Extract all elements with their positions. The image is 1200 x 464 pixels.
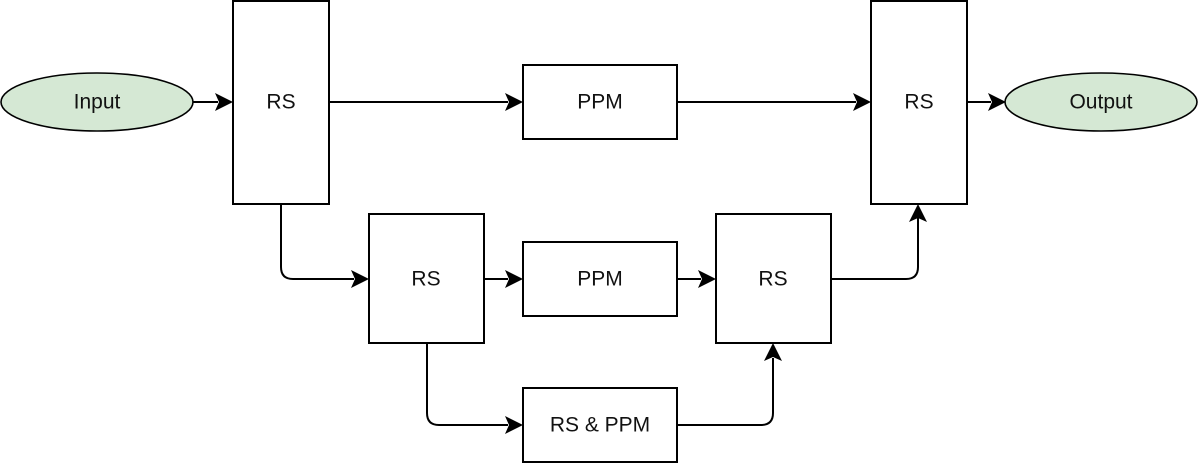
rs-top-left-box <box>232 0 330 205</box>
output-label: Output <box>1069 91 1132 114</box>
ppm-mid-label: PPM <box>577 268 623 291</box>
input-terminal <box>0 72 194 132</box>
edge-rs-top-left-to-rs-mid-left <box>280 204 354 280</box>
node-rs-mid-right: RS <box>715 213 832 344</box>
edges <box>193 101 991 426</box>
rs-top-right-label: RS <box>904 91 933 114</box>
input-label: Input <box>74 91 121 114</box>
edge-rs-mid-left-to-rs-ppm-bottom <box>426 343 508 426</box>
node-ppm-top: PPM <box>522 64 678 140</box>
edge-rs-mid-right-to-rs-top-right <box>831 218 919 280</box>
node-rs-top-left: RS <box>232 0 330 205</box>
arrowhead-into-ppm-top <box>505 93 523 111</box>
rs-top-right-box <box>870 0 968 205</box>
ppm-top-box <box>522 64 678 140</box>
arrowhead-into-rs-mid-left <box>351 270 369 288</box>
arrowhead-into-rs-top-right-bottom <box>909 204 927 222</box>
node-rs-top-right: RS <box>870 0 968 205</box>
node-rs-ppm-bottom: RS & PPM <box>522 387 678 463</box>
rs-mid-right-label: RS <box>758 268 787 291</box>
arrowhead-into-rs-ppm-bottom <box>505 416 523 434</box>
node-rs-mid-left: RS <box>368 213 485 344</box>
ppm-top-label: PPM <box>577 91 623 114</box>
node-output: Output <box>1004 72 1198 132</box>
ppm-mid-box <box>522 241 678 317</box>
arrowhead-into-rs-mid-right <box>698 270 716 288</box>
rs-ppm-bottom-label: RS & PPM <box>550 414 650 437</box>
arrowhead-into-rs-top-left <box>215 93 233 111</box>
rs-mid-left-label: RS <box>411 268 440 291</box>
rs-top-left-label: RS <box>266 91 295 114</box>
arrowhead-into-rs-mid-right-bottom <box>764 343 782 361</box>
edge-rs-ppm-bottom-to-rs-mid-right <box>677 358 774 426</box>
arrowheads <box>215 93 1006 434</box>
node-input: Input <box>0 72 194 132</box>
arrowhead-into-rs-top-right <box>853 93 871 111</box>
rs-mid-right-box <box>715 213 832 344</box>
rs-ppm-bottom-box <box>522 387 678 463</box>
rs-mid-left-box <box>368 213 485 344</box>
arrowhead-into-ppm-mid <box>505 270 523 288</box>
node-ppm-mid: PPM <box>522 241 678 317</box>
output-terminal <box>1004 72 1198 132</box>
arrowhead-into-output <box>988 93 1006 111</box>
